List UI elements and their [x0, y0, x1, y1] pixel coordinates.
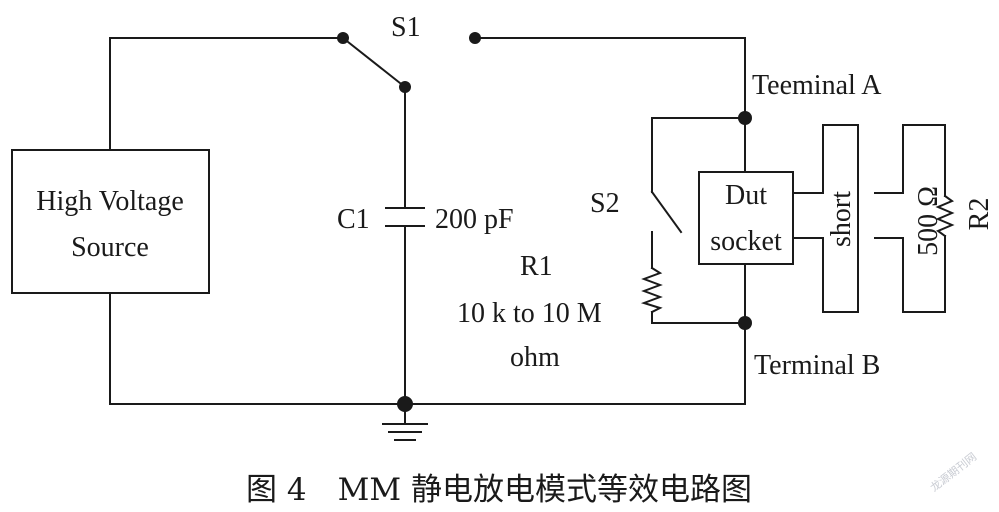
- r2-loop-bottom: [902, 235, 946, 313]
- wire-bottom-return: [109, 292, 746, 405]
- wire-source-to-s1: [109, 37, 344, 151]
- ground-symbol: [382, 396, 428, 441]
- c1-label: C1: [337, 204, 370, 235]
- r1-zigzag: [640, 266, 663, 314]
- r1-label: R1: [520, 251, 553, 282]
- r1-value: 10 k to 10 M: [457, 298, 602, 329]
- short-label: short: [826, 191, 857, 247]
- r2-loop: [902, 124, 946, 197]
- s2-label: S2: [590, 188, 620, 219]
- s1-blade: [341, 36, 407, 89]
- r1-unit: ohm: [510, 342, 560, 373]
- terminal-b-node: [738, 316, 752, 330]
- dut-label-line2: socket: [710, 226, 782, 257]
- s1-right-contact: [469, 32, 481, 44]
- watermark-text: 龙源期刊网: [927, 449, 979, 494]
- s1-label: S1: [391, 12, 421, 43]
- dut-socket: Dut socket: [698, 171, 794, 265]
- source-box: [11, 149, 210, 294]
- terminals: Teeminal A Terminal B: [738, 70, 882, 381]
- terminal-a-label: Teeminal A: [752, 70, 882, 101]
- wire-terminal-a-to-s2: [651, 117, 746, 193]
- wires: [109, 37, 746, 405]
- source-label-line2: Source: [71, 232, 149, 263]
- wire-r1-to-terminal-b: [651, 311, 746, 324]
- c1-value: 200 pF: [435, 204, 514, 235]
- r2-zigzag: [935, 194, 955, 238]
- switch-s2: S2: [590, 188, 683, 234]
- high-voltage-source: High Voltage Source: [11, 149, 210, 294]
- short-loop: [822, 124, 859, 313]
- terminal-a-node: [738, 111, 752, 125]
- r2-value: 500 Ω: [913, 186, 944, 256]
- short-and-r2: short 500 Ω R2: [792, 124, 995, 313]
- resistor-r1: R1 10 k to 10 M ohm: [457, 251, 663, 373]
- dut-label-line1: Dut: [725, 180, 767, 211]
- wire-s1-to-terminal-a: [474, 37, 746, 119]
- r2-label: R2: [964, 198, 995, 231]
- capacitor-c1: C1 200 pF: [337, 204, 514, 235]
- switch-s1: S1: [337, 12, 481, 93]
- terminal-b-label: Terminal B: [754, 350, 880, 381]
- figure-caption: 图 4 MM 静电放电模式等效电路图: [246, 472, 752, 508]
- dut-socket-box: [698, 171, 794, 265]
- s2-blade: [650, 190, 683, 234]
- source-label-line1: High Voltage: [36, 186, 184, 217]
